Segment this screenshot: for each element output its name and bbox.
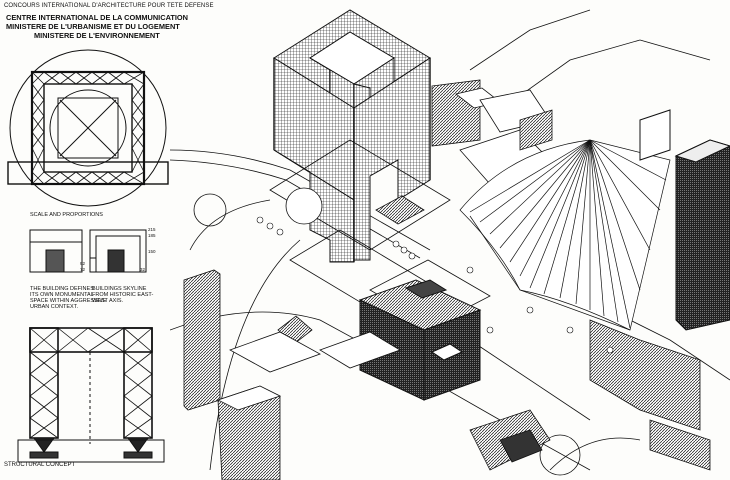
caption-right-1: BUILDINGS SKYLINE <box>92 286 147 292</box>
dim-1: 215 <box>148 227 156 232</box>
dim-2: 185 <box>148 233 156 238</box>
competition-title: CONCOURS INTERNATIONAL D'ARCHITECTURE PO… <box>4 3 214 9</box>
header-line-2: MINISTERE DE L'URBANISME ET DU LOGEMENT <box>6 22 180 31</box>
structural-concept-label: STRUCTURAL CONCEPT <box>4 462 76 468</box>
caption-left-2: ITS OWN MONUMENTAL <box>30 292 94 298</box>
dim-3: 150 <box>148 249 156 254</box>
caption-left-4: URBAN CONTEXT. <box>30 304 78 310</box>
scale-sections <box>29 229 147 273</box>
arch-cube <box>273 9 431 263</box>
dim-6: 32 <box>140 267 146 272</box>
cnit-vault <box>459 139 671 331</box>
dim-4: 92 <box>80 261 86 266</box>
structural-elevation <box>17 327 165 463</box>
plan-diagram <box>7 49 169 207</box>
dim-5: 72 <box>80 267 86 272</box>
scale-heading: SCALE AND PROPORTIONS <box>30 212 103 218</box>
header-line-3: MINISTERE DE L'ENVIRONNEMENT <box>34 31 160 40</box>
caption-left-1: THE BUILDING DEFINES <box>30 286 94 292</box>
caption-right-3: WEST AXIS. <box>92 298 124 304</box>
header-line-1: CENTRE INTERNATIONAL DE LA COMMUNICATION <box>6 13 189 22</box>
caption-left-3: SPACE WITHIN AGGRESSIVE <box>30 298 107 304</box>
caption-right-2: FROM HISTORIC EAST- <box>92 292 154 298</box>
axonometric-site-drawing <box>170 9 730 480</box>
